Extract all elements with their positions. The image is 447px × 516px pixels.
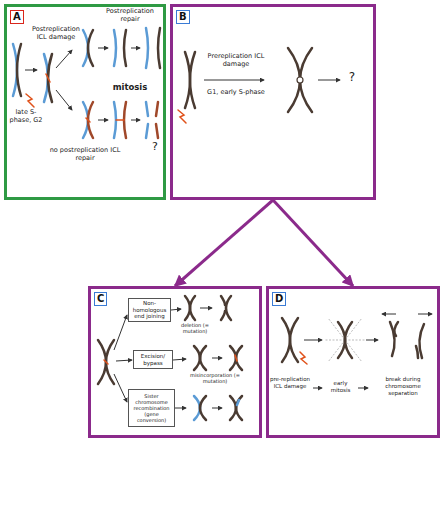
broken-chromatid bbox=[394, 322, 398, 336]
chromatid bbox=[146, 28, 148, 68]
crosslink-mark bbox=[235, 355, 237, 361]
step-arrow bbox=[318, 80, 340, 81]
step-arrow bbox=[98, 120, 108, 121]
chromatid bbox=[290, 318, 298, 362]
step-arrow bbox=[56, 90, 72, 110]
process-box: Excision/ bypass bbox=[133, 350, 173, 369]
step-arrow bbox=[171, 309, 181, 310]
crosslink-mark bbox=[297, 77, 303, 83]
step-arrow bbox=[212, 408, 222, 409]
process-box: Non-homologous end joining bbox=[128, 298, 171, 322]
step-arrow bbox=[313, 388, 322, 389]
step-arrow bbox=[204, 80, 264, 81]
crosslink-mark bbox=[86, 118, 90, 122]
chromatid bbox=[236, 396, 242, 420]
process-box: Sister chromosome recombination (gene co… bbox=[128, 389, 175, 427]
damage-bolt bbox=[300, 352, 307, 364]
annotation-label: pre-replication ICL damage bbox=[268, 376, 312, 390]
step-arrow bbox=[131, 120, 140, 121]
chromatid bbox=[106, 340, 114, 384]
step-arrow bbox=[304, 340, 322, 341]
chromatid bbox=[114, 30, 116, 66]
chromatid bbox=[345, 322, 352, 358]
panel-letter: D bbox=[272, 292, 286, 306]
step-arrow bbox=[98, 48, 108, 49]
panel-letter: C bbox=[94, 292, 107, 306]
gene-conversion-patch bbox=[237, 400, 239, 405]
separation-arrow bbox=[382, 314, 396, 315]
box-text: Excision/ bypass bbox=[135, 353, 171, 366]
broken-chromatid bbox=[156, 124, 158, 138]
crosslink-mark bbox=[104, 360, 108, 364]
chromatid bbox=[190, 52, 195, 108]
step-arrow bbox=[200, 308, 212, 309]
panel-letter: B bbox=[176, 10, 190, 24]
chromatid bbox=[236, 346, 242, 370]
chromatid bbox=[88, 30, 93, 66]
chromatid bbox=[124, 30, 126, 66]
annotation-label: late S-phase, G2 bbox=[6, 108, 46, 124]
annotation-label: deletion (= mutation) bbox=[172, 322, 218, 335]
step-arrow bbox=[116, 360, 132, 361]
step-arrow bbox=[173, 359, 186, 360]
annotation-label: ? bbox=[345, 70, 359, 85]
chromatid bbox=[226, 296, 231, 320]
annotation-label: ? bbox=[149, 140, 161, 154]
annotation-label: G1, early S-phase bbox=[206, 88, 266, 96]
flow-arrow bbox=[175, 200, 273, 286]
panel-box: C Non-homologous end joiningExcision/ byp… bbox=[88, 286, 262, 438]
chromatid bbox=[190, 296, 195, 320]
panel-box: D bbox=[266, 286, 440, 438]
annotation-label: mitosis bbox=[106, 82, 154, 93]
step-arrow bbox=[358, 388, 368, 389]
broken-chromatid bbox=[156, 102, 158, 116]
annotation-label: Prereplication ICL damage bbox=[206, 52, 266, 68]
step-arrow bbox=[212, 358, 222, 359]
flow-arrow bbox=[273, 200, 353, 286]
chromatid bbox=[221, 296, 225, 305]
box-text: Non-homologous end joining bbox=[130, 300, 169, 320]
panel-box: A bbox=[4, 4, 166, 200]
annotation-label: break during chromosome separation bbox=[370, 376, 436, 397]
step-arrow bbox=[131, 48, 140, 49]
chromatid bbox=[221, 311, 225, 320]
annotation-label: early mitosis bbox=[323, 380, 358, 394]
annotation-label: misincorporation (= mutation) bbox=[178, 372, 252, 385]
step-arrow bbox=[114, 315, 127, 350]
crosslink-mark bbox=[46, 74, 50, 82]
step-arrow bbox=[366, 340, 378, 341]
spindle-fiber bbox=[345, 340, 366, 341]
annotation-label: Postreplication repair bbox=[98, 7, 162, 23]
step-arrow bbox=[175, 408, 186, 409]
chromatid bbox=[200, 396, 206, 420]
crosslink-mark bbox=[116, 119, 124, 121]
step-arrow bbox=[114, 374, 127, 402]
broken-chromatid bbox=[146, 102, 148, 116]
annotation-label: no postreplication ICL repair bbox=[48, 146, 122, 162]
chromatid bbox=[158, 28, 160, 68]
panel-box: B bbox=[170, 4, 376, 200]
broken-chromatid bbox=[416, 346, 418, 358]
broken-chromatid bbox=[419, 324, 424, 358]
damage-bolt bbox=[26, 94, 34, 107]
step-arrow bbox=[25, 70, 37, 71]
panel-letter: A bbox=[10, 10, 24, 24]
annotation-label: Postreplication ICL damage bbox=[26, 25, 86, 41]
chromatid bbox=[200, 346, 206, 370]
broken-chromatid bbox=[146, 124, 148, 138]
damage-bolt bbox=[178, 110, 186, 123]
box-text: Sister chromosome recombination (gene co… bbox=[130, 393, 173, 423]
chromatid bbox=[17, 44, 21, 96]
step-arrow bbox=[56, 50, 72, 68]
separation-arrow bbox=[418, 314, 432, 315]
spindle-fiber bbox=[324, 340, 345, 341]
